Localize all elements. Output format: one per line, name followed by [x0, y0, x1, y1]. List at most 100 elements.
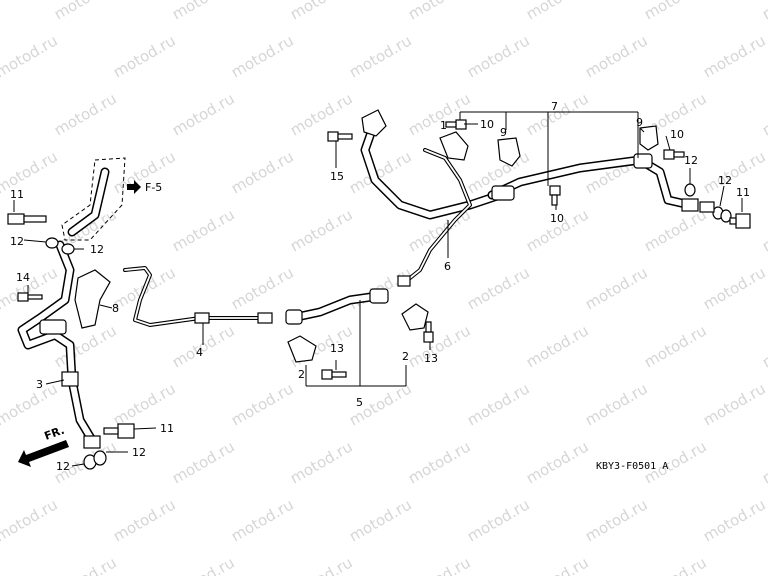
hose-clamp	[439, 131, 469, 161]
watermark-text: motod.ru	[464, 31, 533, 81]
part-label-15: 15	[330, 170, 344, 183]
watermark-text: motod.ru	[700, 379, 768, 429]
front-direction-label: FR.	[43, 424, 67, 443]
watermark-text: motod.ru	[0, 31, 61, 81]
hose-fitting	[285, 309, 303, 325]
watermark-text: motod.ru	[523, 321, 592, 371]
watermark-text: motod.ru	[523, 89, 592, 139]
watermark-text: motod.ru	[51, 89, 120, 139]
watermark-text: motod.ru	[0, 379, 61, 429]
watermark-text: motod.ru	[287, 0, 356, 23]
watermark-text: motod.ru	[228, 495, 297, 545]
sealing-washer	[93, 450, 107, 466]
watermark-text: motod.ru	[700, 495, 768, 545]
watermark-text: motod.ru	[700, 31, 768, 81]
watermark-text: motod.ru	[287, 205, 356, 255]
part-label-11: 11	[160, 422, 174, 435]
watermark-text: motod.ru	[169, 89, 238, 139]
part-label-5: 5	[356, 396, 363, 409]
watermark-text: motod.ru	[287, 89, 356, 139]
part-label-12: 12	[90, 243, 104, 256]
part-label-12: 12	[684, 154, 698, 167]
part-label-13: 13	[424, 352, 438, 365]
reference-outline	[61, 157, 126, 241]
hose-fitting	[681, 198, 699, 212]
part-label-9: 9	[636, 116, 643, 129]
banjo-bolt	[7, 213, 47, 225]
watermark-text: motod.ru	[759, 553, 768, 576]
watermark-text: motod.ru	[405, 553, 474, 576]
watermark-text: motod.ru	[0, 0, 2, 23]
hose-bracket	[74, 269, 111, 329]
watermark-text: motod.ru	[0, 553, 2, 576]
bolt	[17, 292, 43, 302]
f5-reference: F-5	[127, 180, 162, 194]
part-label-10: 10	[550, 212, 564, 225]
watermark-text: motod.ru	[582, 495, 651, 545]
part-label-12: 12	[132, 446, 146, 459]
watermark-text: motod.ru	[169, 0, 238, 23]
hose-clamp	[61, 371, 79, 387]
watermark-text: motod.ru	[169, 553, 238, 576]
diagram-code: KBY3-F0501 A	[596, 461, 668, 472]
part-label-13: 13	[330, 342, 344, 355]
watermark-text: motod.ru	[641, 321, 710, 371]
part-label-7: 7	[551, 100, 558, 113]
part-label-12: 12	[56, 460, 70, 473]
watermark-text: motod.ru	[0, 495, 61, 545]
watermark-text: motod.ru	[582, 379, 651, 429]
watermark-text: motod.ru	[110, 31, 179, 81]
watermark-text: motod.ru	[228, 31, 297, 81]
bolt	[321, 369, 347, 380]
pipe-flare-nut	[397, 275, 411, 287]
part-label-12: 12	[718, 174, 732, 187]
part-label-10: 10	[480, 118, 494, 131]
hose-fitting	[369, 288, 389, 304]
part-label-3: 3	[36, 378, 43, 391]
banjo-fitting	[699, 201, 715, 213]
watermark-text: motod.ru	[228, 379, 297, 429]
sealing-washer	[61, 243, 75, 255]
part-label-9: 9	[500, 126, 507, 139]
bolt	[327, 131, 353, 142]
watermark-text: motod.ru	[405, 437, 474, 487]
watermark-text: motod.ru	[641, 0, 710, 23]
part-label-1: 1	[440, 119, 447, 132]
f5-reference-label: F-5	[145, 181, 162, 194]
watermark-text: motod.ru	[169, 205, 238, 255]
hose-joint	[491, 185, 515, 201]
watermark-text: motod.ru	[464, 379, 533, 429]
part-label-2: 2	[402, 350, 409, 363]
hose-clamp	[401, 303, 429, 331]
sealing-washer	[684, 183, 696, 197]
arrow-front-icon	[18, 440, 69, 467]
bolt	[423, 321, 434, 343]
hose-fitting	[83, 435, 101, 449]
watermark-text: motod.ru	[287, 437, 356, 487]
leader-lines	[13, 111, 743, 467]
watermark-text: motod.ru	[287, 553, 356, 576]
hose-joint	[39, 319, 67, 335]
sealing-washer	[45, 237, 59, 249]
watermark-text: motod.ru	[169, 437, 238, 487]
watermark-text: motod.ru	[464, 495, 533, 545]
watermark-text: motod.ru	[405, 0, 474, 23]
part-label-14: 14	[16, 271, 30, 284]
watermark-text: motod.ru	[51, 553, 120, 576]
bolt	[445, 119, 467, 130]
watermark-text: motod.ru	[346, 495, 415, 545]
watermark-text: motod.ru	[523, 437, 592, 487]
hose-fitting	[633, 153, 653, 169]
watermark-text: motod.ru	[759, 89, 768, 139]
bolt	[549, 185, 561, 206]
pipe-flare-nut	[257, 312, 273, 324]
watermark-text: motod.ru	[0, 437, 2, 487]
watermark-text: motod.ru	[523, 0, 592, 23]
watermark-text: motod.ru	[464, 263, 533, 313]
watermark-text: motod.ru	[0, 321, 2, 371]
watermark-text: motod.ru	[641, 553, 710, 576]
watermark-text: motod.ru	[0, 89, 2, 139]
watermark-text: motod.ru	[228, 263, 297, 313]
